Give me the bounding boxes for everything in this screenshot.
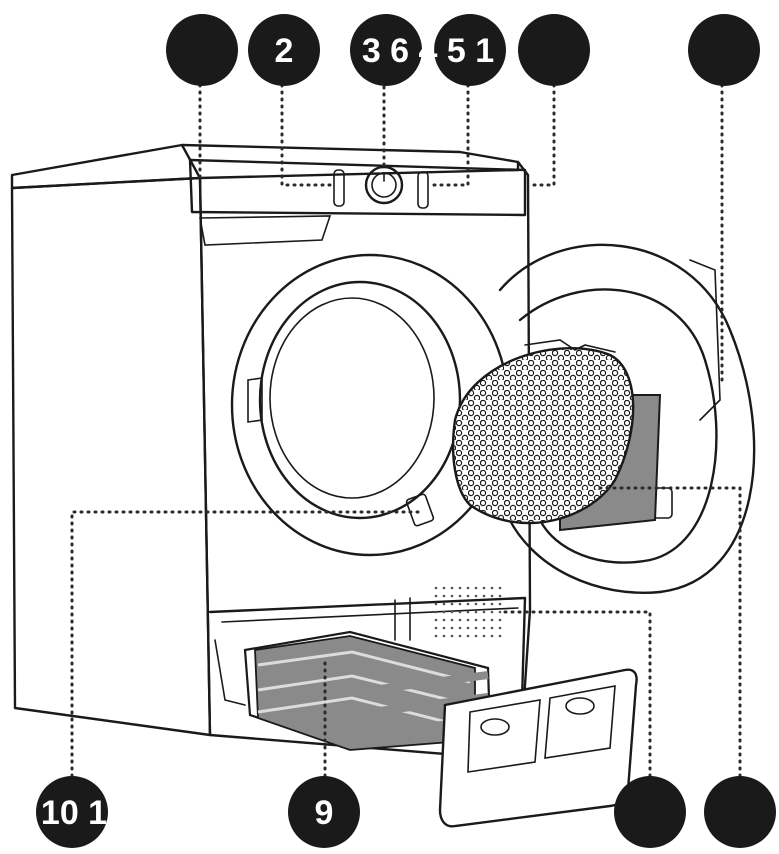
leader-7: [70, 510, 422, 792]
callout-label: 2: [275, 32, 294, 70]
leader-10: [593, 486, 742, 792]
callout-label: 3 6 4 5 1: [362, 32, 494, 70]
callout-bottom-2: 9: [288, 776, 360, 848]
leader-5: [526, 83, 556, 187]
program-knob: [364, 165, 404, 205]
control-panel: [188, 158, 527, 246]
callout-top-4: [518, 14, 590, 86]
detergent-drawer: [199, 215, 332, 246]
lint-filter: [451, 339, 662, 532]
callout-bottom-1: 10 1: [36, 776, 108, 848]
water-container: [243, 630, 492, 751]
leader-2: [280, 83, 332, 187]
leader-9: [503, 610, 652, 792]
display-slot-right: [417, 171, 429, 209]
drum-opening: [230, 253, 510, 557]
open-door: [451, 243, 756, 594]
dryer-side-panel: [10, 176, 212, 737]
callout-top-2: 2: [248, 14, 320, 86]
callout-top-1: [166, 14, 238, 86]
callout-bottom-4: [704, 776, 776, 848]
display-slot-left: [333, 169, 345, 207]
leader-lines: [70, 78, 742, 792]
callout-top-5: [688, 14, 760, 86]
condenser-cover: [438, 668, 638, 828]
callout-top-3: 3 6 4 5 1: [350, 14, 506, 86]
callout-label: 10 1: [41, 794, 107, 832]
door-catch: [405, 493, 435, 527]
tumble-dryer-illustration: [10, 143, 756, 828]
callout-bottom-3: [614, 776, 686, 848]
callout-label: 9: [315, 794, 334, 832]
leader-4: [426, 83, 470, 187]
condenser-vent: [432, 585, 502, 641]
